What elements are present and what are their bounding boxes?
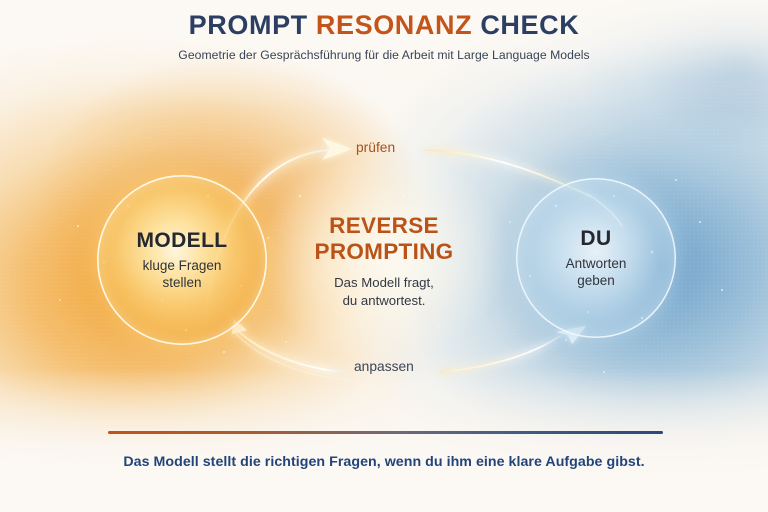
center-sub-line2: du antwortest. [342,292,426,308]
node-du-subtitle: Antworten geben [566,255,627,290]
center-sub-line1: Das Modell fragt, [334,275,434,291]
title-part-resonanz: RESONANZ [315,10,473,40]
node-du-subtitle-line1: Antworten [565,255,627,271]
title-part-check: CHECK [480,10,580,40]
node-du-title: DU [580,226,612,250]
page-subtitle: Geometrie der Gesprächsführung für die A… [178,47,590,62]
center-title-line2: PROMPTING [314,239,454,265]
node-du-subtitle-line2: geben [577,273,615,289]
node-modell[interactable]: MODELL kluge Fragen stellen [97,175,267,345]
arrow-label-pruefen: prüfen [356,140,396,155]
node-modell-title: MODELL [136,228,228,252]
footer-divider [108,430,663,434]
node-modell-subtitle-line1: kluge Fragen [142,257,222,273]
title-part-prompt: PROMPT [188,10,308,40]
node-modell-subtitle: kluge Fragen stellen [143,257,222,292]
header: PROMPT RESONANZ CHECK Geometrie der Gesp… [0,10,768,62]
node-modell-subtitle-line2: stellen [162,275,202,291]
node-du[interactable]: DU Antworten geben [516,178,676,338]
footer-caption: Das Modell stellt die richtigen Fragen, … [123,454,645,470]
center-concept-title: REVERSE PROMPTING [254,213,514,265]
center-concept: REVERSE PROMPTING Das Modell fragt, du a… [254,213,514,309]
center-title-line1: REVERSE [329,213,439,238]
arrow-label-anpassen: anpassen [354,359,414,374]
page-title: PROMPT RESONANZ CHECK [0,10,768,42]
center-concept-subtitle: Das Modell fragt, du antwortest. [254,274,514,309]
